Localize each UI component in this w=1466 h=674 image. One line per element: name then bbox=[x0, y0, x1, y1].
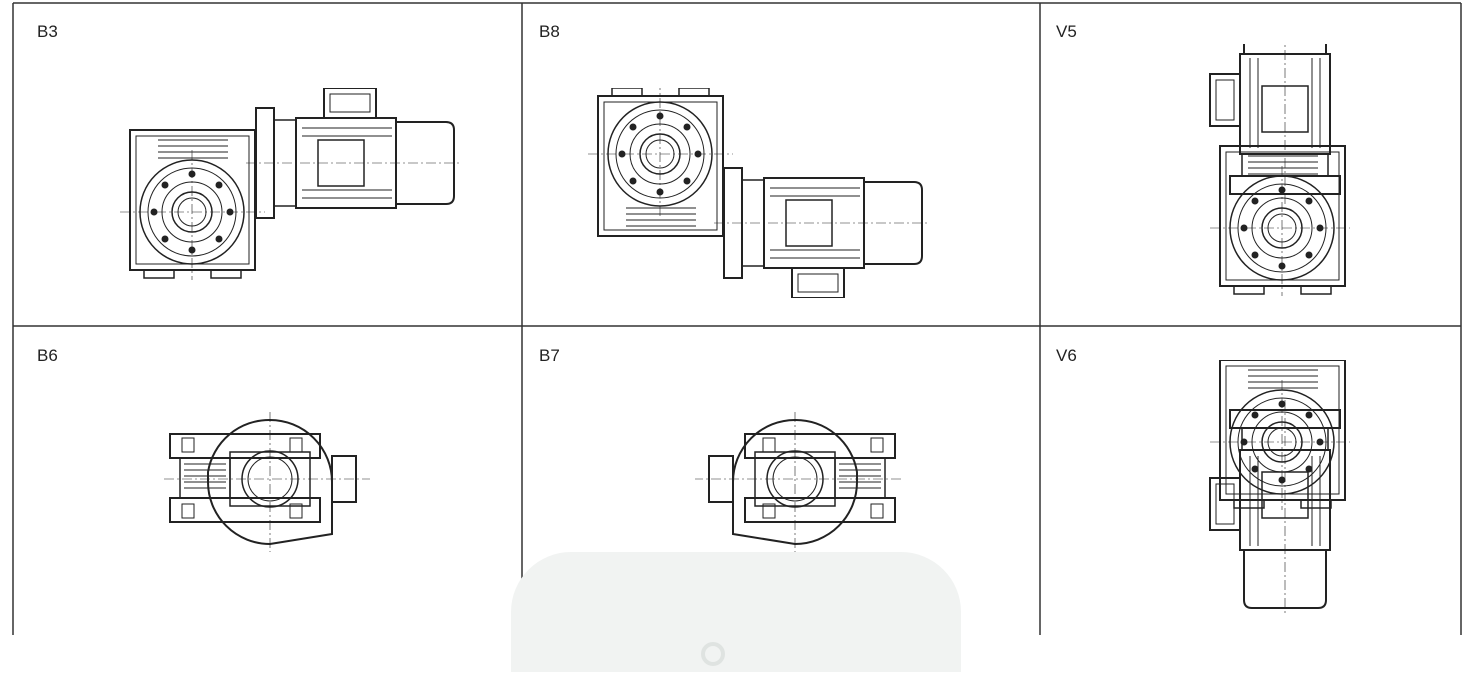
watermark-badge bbox=[511, 552, 961, 672]
mounting-positions-grid: B3 B8 V5 B6 B7 V6 bbox=[12, 2, 1462, 672]
position-label-v6: V6 bbox=[1056, 346, 1077, 365]
worm-gearmotor-b8-icon bbox=[588, 88, 928, 298]
position-label-b7: B7 bbox=[539, 346, 560, 365]
worm-gearmotor-b6-icon bbox=[163, 411, 371, 553]
gear-icon bbox=[701, 642, 725, 666]
grid-lines bbox=[12, 2, 1462, 635]
worm-gearmotor-v5-icon bbox=[1209, 44, 1350, 297]
position-label-b3: B3 bbox=[37, 22, 58, 41]
position-label-b6: B6 bbox=[37, 346, 58, 365]
worm-gearmotor-b7-icon bbox=[694, 411, 902, 553]
worm-gearmotor-v6-icon bbox=[1209, 360, 1350, 615]
position-label-b8: B8 bbox=[539, 22, 560, 41]
worm-gearmotor-b3-icon bbox=[120, 88, 460, 281]
position-label-v5: V5 bbox=[1056, 22, 1077, 41]
